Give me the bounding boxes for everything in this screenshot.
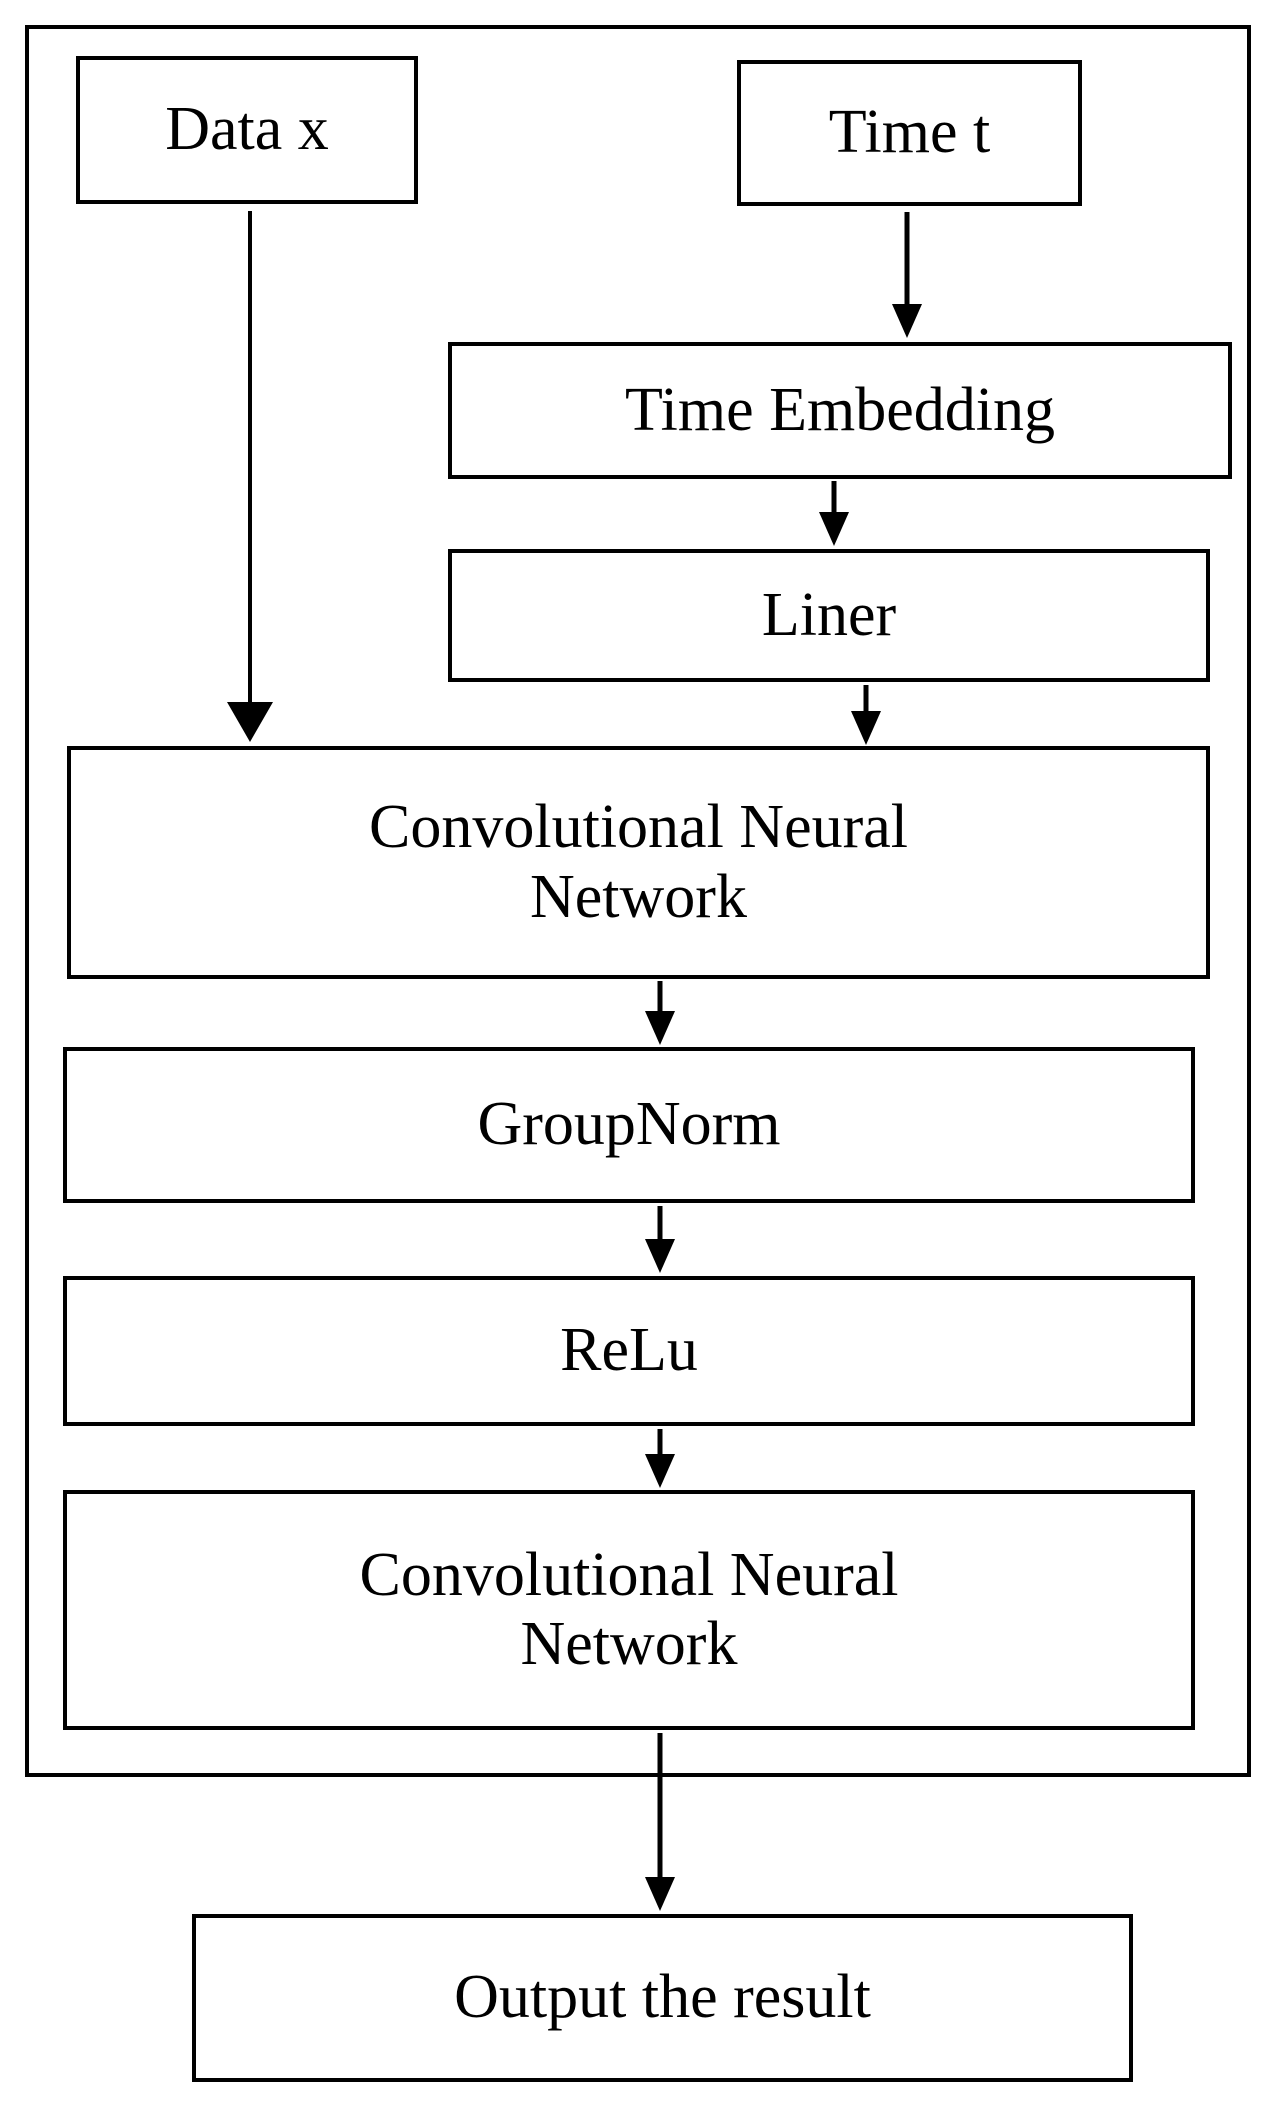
edge-relu-to-cnn2	[645, 1429, 675, 1488]
node-label-liner: Liner	[761, 580, 897, 649]
node-label-time-embedding: Time Embedding	[624, 375, 1055, 444]
edge-relu-to-cnn2-arrowhead-icon	[645, 1454, 675, 1488]
edge-embedding-to-liner-arrowhead-icon	[819, 512, 849, 546]
node-groupnorm[interactable]: GroupNorm	[63, 1047, 1195, 1203]
node-label-data-x: Data x	[165, 95, 329, 164]
edge-embedding-to-liner	[819, 481, 849, 546]
edge-time-to-embedding-arrowhead-icon	[892, 304, 922, 338]
edge-cnn2-to-output-arrowhead-icon	[645, 1877, 675, 1911]
edge-data-to-cnn1	[227, 211, 273, 742]
node-cnn-1[interactable]: Convolutional Neural Network	[67, 746, 1210, 979]
node-data-x[interactable]: Data x	[76, 56, 418, 204]
node-label-time-t: Time t	[828, 98, 991, 167]
edge-groupnorm-to-relu-arrowhead-icon	[645, 1239, 675, 1273]
node-label-cnn-1: Convolutional Neural Network	[369, 793, 908, 931]
node-time-t[interactable]: Time t	[737, 60, 1082, 206]
edge-cnn2-to-output	[645, 1733, 675, 1911]
edge-data-to-cnn1-arrowhead-icon	[227, 702, 273, 742]
node-label-groupnorm: GroupNorm	[477, 1090, 781, 1159]
node-relu[interactable]: ReLu	[63, 1276, 1195, 1426]
node-label-relu: ReLu	[560, 1316, 698, 1385]
edge-time-to-embedding	[892, 212, 922, 338]
node-label-output: Output the result	[454, 1963, 871, 2032]
node-time-embedding[interactable]: Time Embedding	[448, 342, 1232, 479]
node-liner[interactable]: Liner	[448, 549, 1210, 682]
edge-liner-to-cnn1-arrowhead-icon	[851, 711, 881, 745]
node-output[interactable]: Output the result	[192, 1914, 1133, 2082]
node-cnn-2[interactable]: Convolutional Neural Network	[63, 1490, 1195, 1730]
edge-cnn1-to-groupnorm	[645, 981, 675, 1045]
edge-liner-to-cnn1	[851, 685, 881, 745]
edge-cnn1-to-groupnorm-arrowhead-icon	[645, 1011, 675, 1045]
edge-groupnorm-to-relu	[645, 1206, 675, 1273]
node-label-cnn-2: Convolutional Neural Network	[359, 1540, 899, 1678]
